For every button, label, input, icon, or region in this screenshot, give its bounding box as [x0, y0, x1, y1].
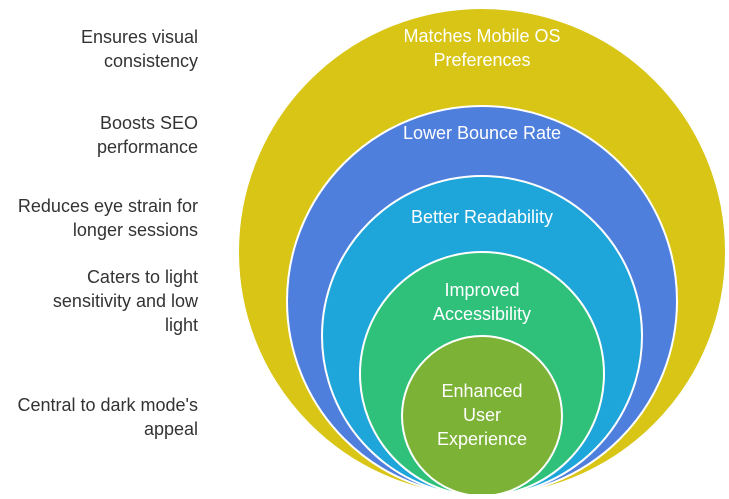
description-dark-mode-appeal: Central to dark mode's appeal	[17, 395, 198, 439]
ring-label-accessibility: Improved Accessibility	[432, 280, 532, 324]
description-light-sensitivity: Caters to light sensitivity and low ligh…	[52, 267, 198, 335]
ring-label-os-preferences: Matches Mobile OS Preferences	[403, 26, 561, 70]
description-visual-consistency: Ensures visual consistency	[80, 27, 198, 71]
description-eye-strain: Reduces eye strain for longer sessions	[17, 196, 198, 240]
description-seo-performance: Boosts SEO performance	[96, 113, 198, 157]
ring-label-bounce-rate: Lower Bounce Rate	[402, 123, 562, 143]
ring-label-user-experience: Enhanced User Experience	[436, 381, 528, 449]
ring-label-readability: Better Readability	[410, 207, 554, 227]
